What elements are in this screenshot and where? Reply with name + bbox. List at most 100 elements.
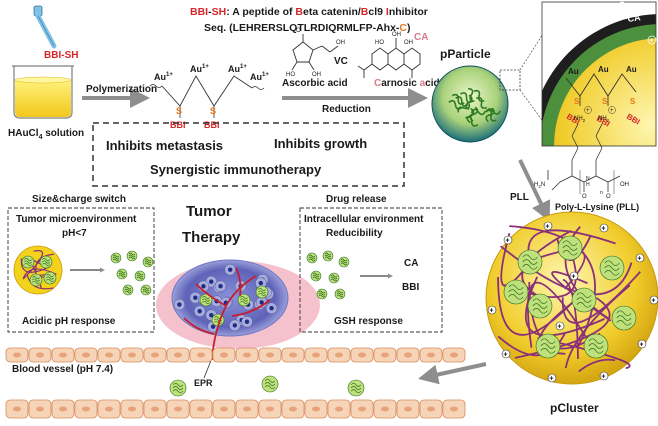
- pparticle-label: pParticle: [440, 47, 491, 61]
- pcluster: ++++++++++++: [485, 211, 658, 385]
- zoom-box: [499, 69, 521, 91]
- svg-text:O: O: [296, 28, 301, 34]
- svg-text:HO: HO: [375, 40, 384, 46]
- released-bbi: BBI: [402, 282, 419, 293]
- svg-text:OH: OH: [620, 182, 629, 188]
- right-panel-footer: GSH response: [334, 316, 403, 327]
- svg-text:+: +: [549, 376, 553, 383]
- svg-text:+: +: [489, 308, 493, 315]
- svg-text:+: +: [503, 352, 507, 359]
- svg-text:+: +: [545, 224, 549, 231]
- svg-text:+: +: [637, 256, 641, 263]
- right-panel-title: Intracellular environment: [304, 214, 424, 225]
- tumor-mass: [156, 259, 320, 361]
- svg-text:S: S: [630, 97, 636, 106]
- zoom-au-s-chain: [565, 73, 637, 106]
- svg-text:NH2: NH2: [598, 116, 610, 123]
- au-s-polymer-chain: [149, 75, 265, 118]
- released-ca: CA: [404, 258, 418, 269]
- pcluster-label: pCluster: [550, 401, 599, 415]
- blood-vessel-label: Blood vessel (pH 7.4): [12, 364, 113, 375]
- beaker: [12, 65, 74, 119]
- svg-text:+: +: [505, 238, 509, 245]
- vc-label: VC: [334, 56, 348, 67]
- svg-text:+: +: [645, 8, 649, 15]
- sulfur-label: S: [176, 106, 182, 116]
- svg-text:N: N: [586, 176, 590, 182]
- svg-text:Au: Au: [598, 65, 609, 74]
- epr-label: EPR: [194, 378, 213, 388]
- tumor-title-line1: Tumor: [186, 203, 232, 220]
- svg-text:OH: OH: [336, 40, 345, 46]
- dropper-label: BBI-SH: [44, 50, 78, 61]
- svg-text:+: +: [619, 4, 623, 11]
- svg-text:+: +: [557, 12, 561, 19]
- peptide-sequence: Seq. (LEHRERSLQTLRDIQRMLFP-Ahx-C): [204, 22, 411, 34]
- svg-text:O: O: [582, 194, 587, 200]
- zoom-inset: [541, 1, 657, 147]
- svg-text:S: S: [602, 97, 608, 106]
- pll-name: Poly-L-Lysine (PLL): [555, 202, 639, 212]
- pparticle: [431, 65, 509, 143]
- inhibits-metastasis: Inhibits metastasis: [106, 138, 223, 153]
- svg-text:H2N: H2N: [534, 182, 545, 189]
- inhibits-growth: Inhibits growth: [274, 136, 367, 151]
- svg-text:S: S: [574, 97, 580, 106]
- svg-text:+: +: [651, 298, 655, 305]
- ascorbic-acid-structure: [291, 34, 339, 71]
- svg-text:CA: CA: [627, 12, 642, 24]
- effects-box: [92, 122, 405, 187]
- svg-text:+: +: [639, 342, 643, 349]
- polymerization-label: Polymerization: [86, 84, 157, 95]
- pll-arrow-label: PLL: [510, 192, 529, 203]
- svg-text:Au: Au: [568, 67, 579, 76]
- svg-text:+: +: [557, 324, 561, 331]
- svg-text:Au1+: Au1+: [190, 64, 209, 74]
- mini-pcluster: [13, 245, 63, 295]
- vessel-wall-bottom: [5, 399, 466, 419]
- svg-text:NH2: NH2: [574, 116, 586, 123]
- left-panel-header: Size&charge switch: [32, 194, 126, 205]
- bbi-label: BBI: [170, 120, 186, 130]
- bbi-sh-definition: BBI-SH: A peptide of Beta catenin/Bcl9 I…: [190, 6, 428, 18]
- carnosic-acid-label: Carnosic acid: [374, 78, 440, 89]
- svg-text:OH: OH: [404, 40, 413, 46]
- left-panel-box: [7, 207, 155, 333]
- left-panel-ph: pH<7: [62, 228, 87, 239]
- left-panel-title: Tumor microenvironment: [16, 214, 137, 225]
- svg-text:+: +: [587, 6, 591, 13]
- svg-text:+: +: [601, 226, 605, 233]
- svg-text:OH: OH: [392, 32, 401, 38]
- svg-text:O: O: [606, 194, 611, 200]
- vessel-wall-top: [5, 347, 466, 363]
- right-panel-header: Drug release: [326, 194, 387, 205]
- tumor-title-line2: Therapy: [182, 229, 241, 246]
- svg-text:+: +: [571, 274, 575, 281]
- pll-structure: [547, 123, 621, 192]
- circulating-pclusters: [169, 375, 365, 397]
- right-panel-reducibility: Reducibility: [326, 228, 383, 239]
- svg-text:+: +: [586, 108, 590, 114]
- sulfur-label: S: [210, 106, 216, 116]
- svg-text:H: H: [586, 182, 590, 188]
- svg-text:Au: Au: [626, 65, 637, 74]
- svg-text:+: +: [649, 38, 653, 45]
- svg-text:Au1+: Au1+: [228, 64, 247, 74]
- internalized-pparticles: [306, 250, 350, 300]
- svg-text:n: n: [600, 190, 603, 196]
- pll-arrow: [518, 159, 551, 222]
- svg-text:Au1+: Au1+: [250, 72, 269, 82]
- svg-text:+: +: [610, 108, 614, 114]
- ca-label: CA: [414, 32, 428, 43]
- svg-text:Au1+: Au1+: [154, 72, 173, 82]
- svg-text:OH: OH: [312, 72, 321, 78]
- reduction-label: Reduction: [322, 104, 371, 115]
- ascorbic-acid-label: Ascorbic acid: [282, 78, 348, 89]
- zoom-plus-signs: + + + + +: [555, 1, 657, 45]
- released-pparticles: [110, 250, 154, 296]
- synergistic-immunotherapy: Synergistic immunotherapy: [150, 162, 322, 177]
- carnosic-acid-structure: [357, 38, 421, 78]
- right-panel-box: [299, 207, 443, 333]
